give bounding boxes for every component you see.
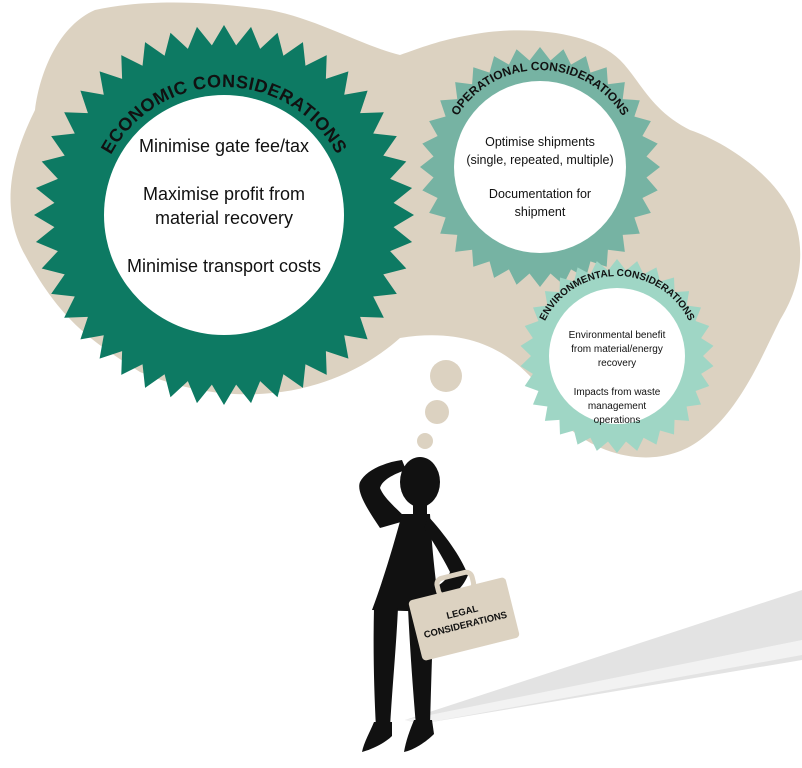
person-raised-arm [359,460,408,528]
person-silhouette [359,457,468,752]
economic-item-2-line-2: material recovery [155,208,293,228]
person-torso [372,514,440,612]
environmental-item-1-line-3: recovery [598,358,636,369]
economic-gear: ECONOMIC CONSIDERATIONS Minimise gate fe… [34,25,414,405]
economic-item-3-line-1: Minimise transport costs [127,256,321,276]
operational-item-1-line-1: Optimise shipments [485,135,595,149]
thought-bubble-small [417,433,433,449]
person-left-leg [373,608,398,728]
person-left-shoe [362,722,392,752]
environmental-item-2-line-3: operations [594,415,641,426]
economic-item-2-line-1: Maximise profit from [143,184,305,204]
person-right-shoe [404,720,434,752]
environmental-item-1-line-1: Environmental benefit [569,330,666,341]
operational-item-2-line-1: Documentation for [489,187,591,201]
environmental-items: Environmental benefit from material/energ… [569,330,666,426]
operational-gear-face [454,81,626,253]
light-beam-streak [405,640,802,724]
operational-gear: OPERATIONAL CONSIDERATIONS Optimise ship… [420,47,660,287]
person-neck [413,503,427,517]
person-head [400,457,440,507]
briefcase-body [408,577,520,661]
economic-gear-face [104,95,344,335]
operational-items: Optimise shipments (single, repeated, mul… [466,135,613,219]
economic-item-1-line-1: Minimise gate fee/tax [139,136,309,156]
person-arm [424,516,468,600]
environmental-item-2-line-2: management [588,401,647,412]
operational-item-1-line-2: (single, repeated, multiple) [466,153,613,167]
environmental-item-2-line-1: Impacts from waste [574,387,661,398]
light-beam [405,590,802,724]
thought-bubble-large [430,360,462,392]
briefcase: LEGAL CONSIDERATIONS [408,569,520,661]
environmental-gear-face [549,288,685,424]
thought-bubble-medium [425,400,449,424]
environmental-item-1-line-2: from material/energy [571,344,663,355]
operational-item-2-line-2: shipment [515,205,566,219]
